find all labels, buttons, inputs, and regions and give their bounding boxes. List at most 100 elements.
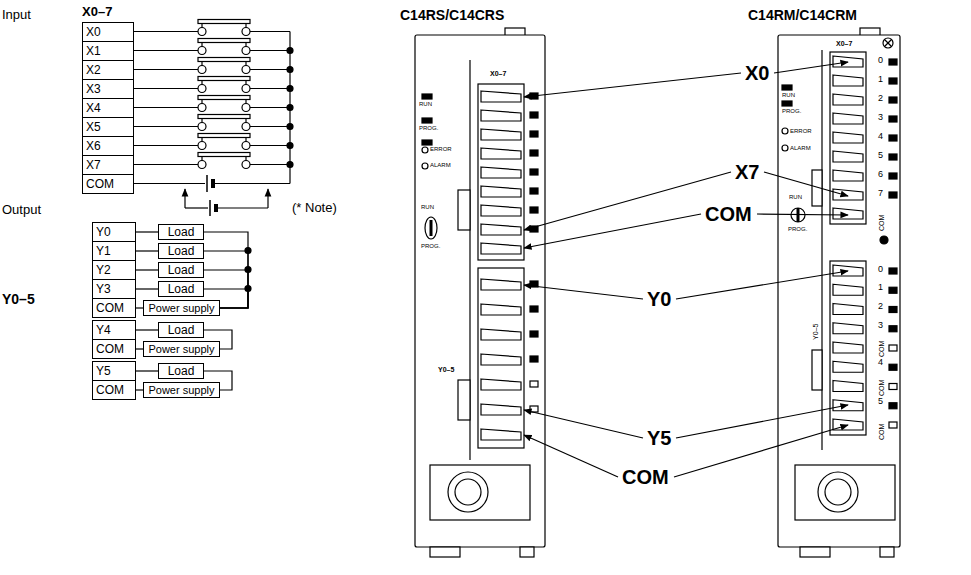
terminal-name: X6 <box>86 139 101 153</box>
callout-label: Y0 <box>647 288 671 310</box>
box-label: Load <box>168 364 195 378</box>
power-supply-box: Power supply <box>143 341 220 357</box>
panel-marking: COM <box>878 341 886 357</box>
terminal-cell: X1 <box>82 41 134 61</box>
panel-marking: Y0–5 <box>812 324 820 340</box>
wire-connector <box>136 348 143 349</box>
panel-marking: RUN <box>421 204 434 211</box>
plc-module-right <box>778 28 900 557</box>
terminal-cell: Y2 <box>92 260 136 280</box>
terminal-name: X4 <box>86 101 101 115</box>
wire-connector <box>136 370 158 371</box>
wire-connector <box>136 269 158 270</box>
panel-marking: 2 <box>878 302 883 312</box>
connector-layer <box>136 232 248 390</box>
box-label: Power supply <box>148 342 214 356</box>
box-label: Power supply <box>148 383 214 397</box>
load-box: Load <box>158 243 204 259</box>
diagram-label: (* Note) <box>292 201 337 215</box>
terminal-name: COM <box>96 301 124 315</box>
terminal-name: X7 <box>86 158 101 172</box>
panel-marking: 3 <box>878 321 883 331</box>
terminal-cell: Y0 <box>92 222 136 242</box>
terminal-cell: COM <box>92 380 136 400</box>
panel-marking: RUN <box>782 92 795 99</box>
plc-module-left <box>415 28 545 557</box>
power-supply-box: Power supply <box>143 382 220 398</box>
terminal-name: X1 <box>86 44 101 58</box>
terminal-name: Y1 <box>96 244 111 258</box>
terminal-name: COM <box>96 383 124 397</box>
panel-marking: RUN <box>789 194 802 201</box>
panel-marking: 2 <box>878 94 883 104</box>
panel-marking: 0 <box>878 265 883 275</box>
load-box: Load <box>158 363 204 379</box>
terminal-name: Y4 <box>96 323 111 337</box>
panel-marking: PROG. <box>782 108 801 115</box>
terminal-cell: X3 <box>82 79 134 99</box>
terminal-name: COM <box>96 342 124 356</box>
panel-marking: 6 <box>878 170 883 180</box>
terminal-cell: Y5 <box>92 361 136 381</box>
box-label: Load <box>168 225 195 239</box>
terminal-name: X5 <box>86 120 101 134</box>
terminal-cell: Y3 <box>92 279 136 299</box>
panel-marking: 7 <box>878 189 883 199</box>
input-wiring <box>134 20 293 217</box>
box-label: Power supply <box>148 301 214 315</box>
terminal-cell: X6 <box>82 136 134 156</box>
terminal-block: X0–7X0X1X2X3X4X5X6X7COM <box>82 4 134 196</box>
callout-leaders <box>524 62 848 477</box>
terminal-name: Y3 <box>96 282 111 296</box>
terminal-cell: Y4 <box>92 320 136 340</box>
panel-marking: ALARM <box>790 145 811 152</box>
wire-connector <box>136 288 158 289</box>
callout-label: X0 <box>745 62 769 84</box>
panel-marking: 5 <box>878 151 883 161</box>
panel-marking: X0–7 <box>836 40 852 48</box>
terminal-cell: X2 <box>82 60 134 80</box>
terminal-name: Y5 <box>96 364 111 378</box>
terminal-name: X3 <box>86 82 101 96</box>
terminal-name: X2 <box>86 63 101 77</box>
terminal-name: Y0 <box>96 225 111 239</box>
wire-connector <box>136 307 143 308</box>
panel-marking: ALARM <box>430 162 451 169</box>
diagram-label: Output <box>2 203 41 217</box>
terminal-cell: COM <box>82 174 134 194</box>
terminal-cell: X5 <box>82 117 134 137</box>
callout-label: COM <box>622 466 669 488</box>
wire-connector <box>136 389 143 390</box>
wire-connector <box>136 329 158 330</box>
terminal-cell: X7 <box>82 155 134 175</box>
panel-marking: 3 <box>878 113 883 123</box>
panel-marking: COM <box>878 424 886 440</box>
panel-marking: RUN <box>419 101 432 108</box>
panel-marking: ERROR <box>790 128 812 135</box>
panel-marking: COM <box>878 380 886 396</box>
box-label: Load <box>168 244 195 258</box>
terminal-cell: X0 <box>82 22 134 42</box>
terminal-header: X0–7 <box>82 4 134 19</box>
box-label: Load <box>168 282 195 296</box>
load-box: Load <box>158 224 204 240</box>
terminal-cell: Y1 <box>92 241 136 261</box>
terminal-name: Y2 <box>96 263 111 277</box>
panel-marking: 1 <box>878 75 883 85</box>
callout-label: Y5 <box>647 427 671 449</box>
box-label: Load <box>168 263 195 277</box>
panel-marking: 1 <box>878 283 883 293</box>
panel-marking: 4 <box>878 358 883 368</box>
terminal-cell: X4 <box>82 98 134 118</box>
diagram-label: Y0–5 <box>2 292 35 307</box>
load-box: Load <box>158 281 204 297</box>
diagram-label: C14RM/C14CRM <box>748 8 857 23</box>
diagram-label: Input <box>2 8 31 22</box>
terminal-name: X0 <box>86 25 101 39</box>
terminal-name: COM <box>86 177 114 191</box>
panel-marking: X0–7 <box>490 70 506 78</box>
load-box: Load <box>158 322 204 338</box>
callout-label: X7 <box>735 161 759 183</box>
